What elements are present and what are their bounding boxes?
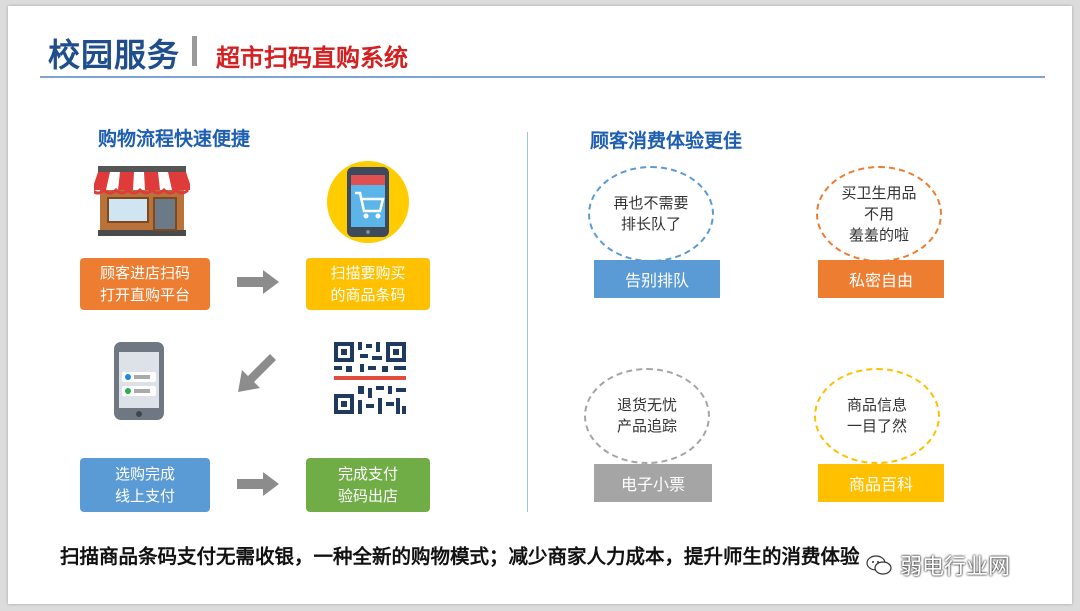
step-box-online-payment: 选购完成线上支付 (80, 458, 210, 512)
feature-tag-privacy: 私密自由 (818, 260, 944, 298)
right-section-title: 顾客消费体验更佳 (590, 130, 743, 152)
arrow-down-left-icon (238, 354, 276, 392)
page-title: 校园服务 (48, 36, 181, 74)
left-section-title: 购物流程快速便捷 (98, 128, 251, 150)
phone-payment-icon (114, 342, 164, 420)
page-subtitle: 超市扫码直购系统 (216, 44, 408, 72)
watermark-text: 弱电行业网 (900, 555, 1011, 580)
step-box-scan-barcode: 扫描要购买的商品条码 (306, 258, 430, 310)
step-box-exit-verify: 完成支付验码出店 (306, 458, 430, 512)
watermark: 弱电行业网 (866, 549, 1010, 581)
arrow-right-icon (237, 472, 279, 496)
feature-bubble-e-receipt: 退货无忧产品追踪 (584, 368, 710, 464)
feature-tag-no-queue: 告别排队 (594, 260, 720, 298)
footer-summary: 扫描商品条码支付无需收银，一种全新的购物模式；减少商家人力成本，提升师生的消费体… (60, 545, 860, 568)
store-icon (94, 166, 190, 236)
step-box-scan-entry: 顾客进店扫码打开直购平台 (80, 258, 210, 310)
slide: 校园服务 超市扫码直购系统 购物流程快速便捷 顾客进店扫码打开直购平台 扫描要购… (8, 6, 1072, 604)
title-separator (192, 36, 197, 66)
feature-tag-product-wiki: 商品百科 (818, 464, 944, 502)
tablet-cart-icon (327, 161, 409, 243)
qr-code-icon (334, 342, 406, 414)
feature-bubble-no-queue: 再也不需要排长队了 (588, 166, 714, 262)
feature-bubble-product-wiki: 商品信息一目了然 (814, 368, 940, 464)
header-divider (40, 76, 1045, 78)
feature-tag-e-receipt: 电子小票 (594, 464, 712, 502)
section-divider (527, 132, 528, 512)
wechat-icon (866, 555, 892, 575)
arrow-right-icon (237, 270, 279, 294)
feature-bubble-privacy: 买卫生用品不用羞羞的啦 (816, 166, 942, 262)
